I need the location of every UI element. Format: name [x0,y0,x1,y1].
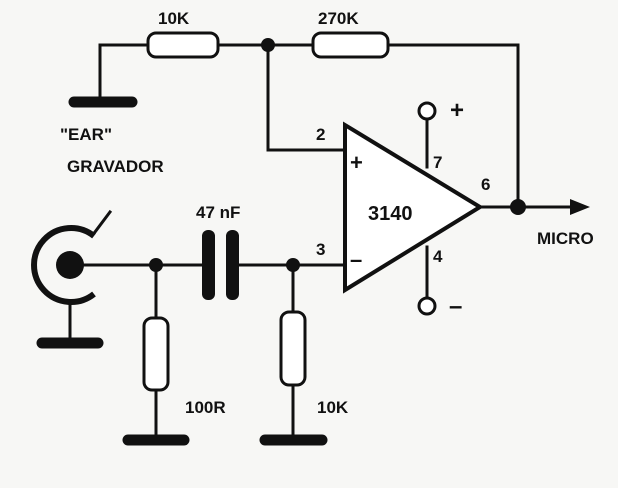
resistor-270k-label: 270K [318,9,359,28]
resistor-10k-top [146,31,220,59]
pin-7-label: 7 [433,153,442,172]
resistor-10k-bias-label: 10K [317,398,349,417]
supply-plus-terminal [417,101,437,121]
opamp-3140 [343,121,484,294]
capacitor-label: 47 nF [196,203,240,222]
junction-bias [286,258,300,272]
ear-label: "EAR" [60,125,112,144]
opamp-plus-input: + [350,150,363,175]
opamp-minus-input: – [350,247,362,272]
resistor-10k-bias [279,310,307,387]
pin-3-label: 3 [316,240,325,259]
supply-plus-label: + [450,97,464,124]
resistor-10k-top-label: 10K [158,9,190,28]
pin-4-label: 4 [433,247,443,266]
junction-input [149,258,163,272]
gravador-label: GRAVADOR [67,157,164,176]
top-wires [98,43,520,209]
resistor-270k [311,31,390,59]
output-label: MICRO [537,229,594,248]
capacitor-47nf [202,230,239,300]
pin-2-label: 2 [316,125,325,144]
junction-output [510,199,526,215]
resistor-100r [142,316,170,392]
jack-icon [31,225,96,305]
resistor-100r-label: 100R [185,398,226,417]
jack-leader-line [92,209,113,235]
arrow-icon [570,199,590,215]
junction-top [261,38,275,52]
supply-minus-label: – [449,293,462,320]
pin-6-label: 6 [481,175,490,194]
opamp-ic-label: 3140 [368,203,413,225]
supply-minus-terminal [417,296,437,316]
